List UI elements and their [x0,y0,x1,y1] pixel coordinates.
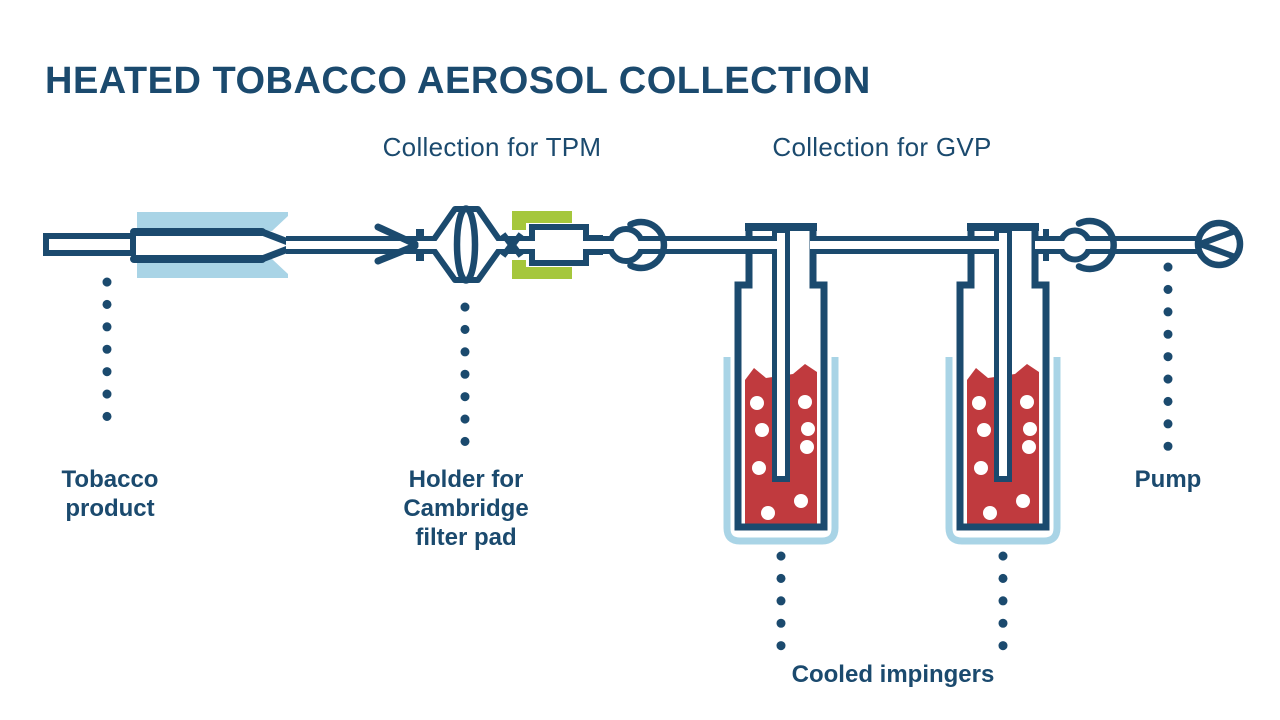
impinger-1-body [734,226,828,531]
ball-joint-2-socket [1075,217,1117,273]
label-filter-holder: Holder for Cambridge filter pad [403,465,528,552]
dotted-connectors [102,262,1173,651]
label-tobacco-product: Tobacco product [62,465,159,523]
label-line: Tobacco [61,466,159,493]
label-line: Cambridge [403,495,529,522]
flow-arrow [374,223,419,265]
label-line: Cooled impingers [791,661,995,688]
label-line: filter pad [415,524,517,551]
cambridge-filter-pad [453,205,479,284]
label-line: Holder for [408,466,524,493]
label-pump: Pump [1135,465,1202,494]
page-title: HEATED TOBACCO AEROSOL COLLECTION [45,60,871,102]
label-line: product [65,495,155,522]
cooling-bath-2 [945,357,1061,545]
label-cooled-impingers: Cooled impingers [792,660,995,689]
impinger-2-body [956,226,1050,531]
label-line: Pump [1134,466,1202,493]
tobacco-product-holder [137,212,288,278]
pinch-joint [500,232,524,258]
pump-symbol [1194,219,1244,269]
filter-pad-clamp [512,211,572,279]
ball-joint-1-socket [627,218,668,272]
cooling-bath-1 [723,357,839,545]
section-label-tpm: Collection for TPM [382,132,602,162]
tobacco-product [43,228,290,263]
section-label-gvp: Collection for GVP [772,132,992,162]
